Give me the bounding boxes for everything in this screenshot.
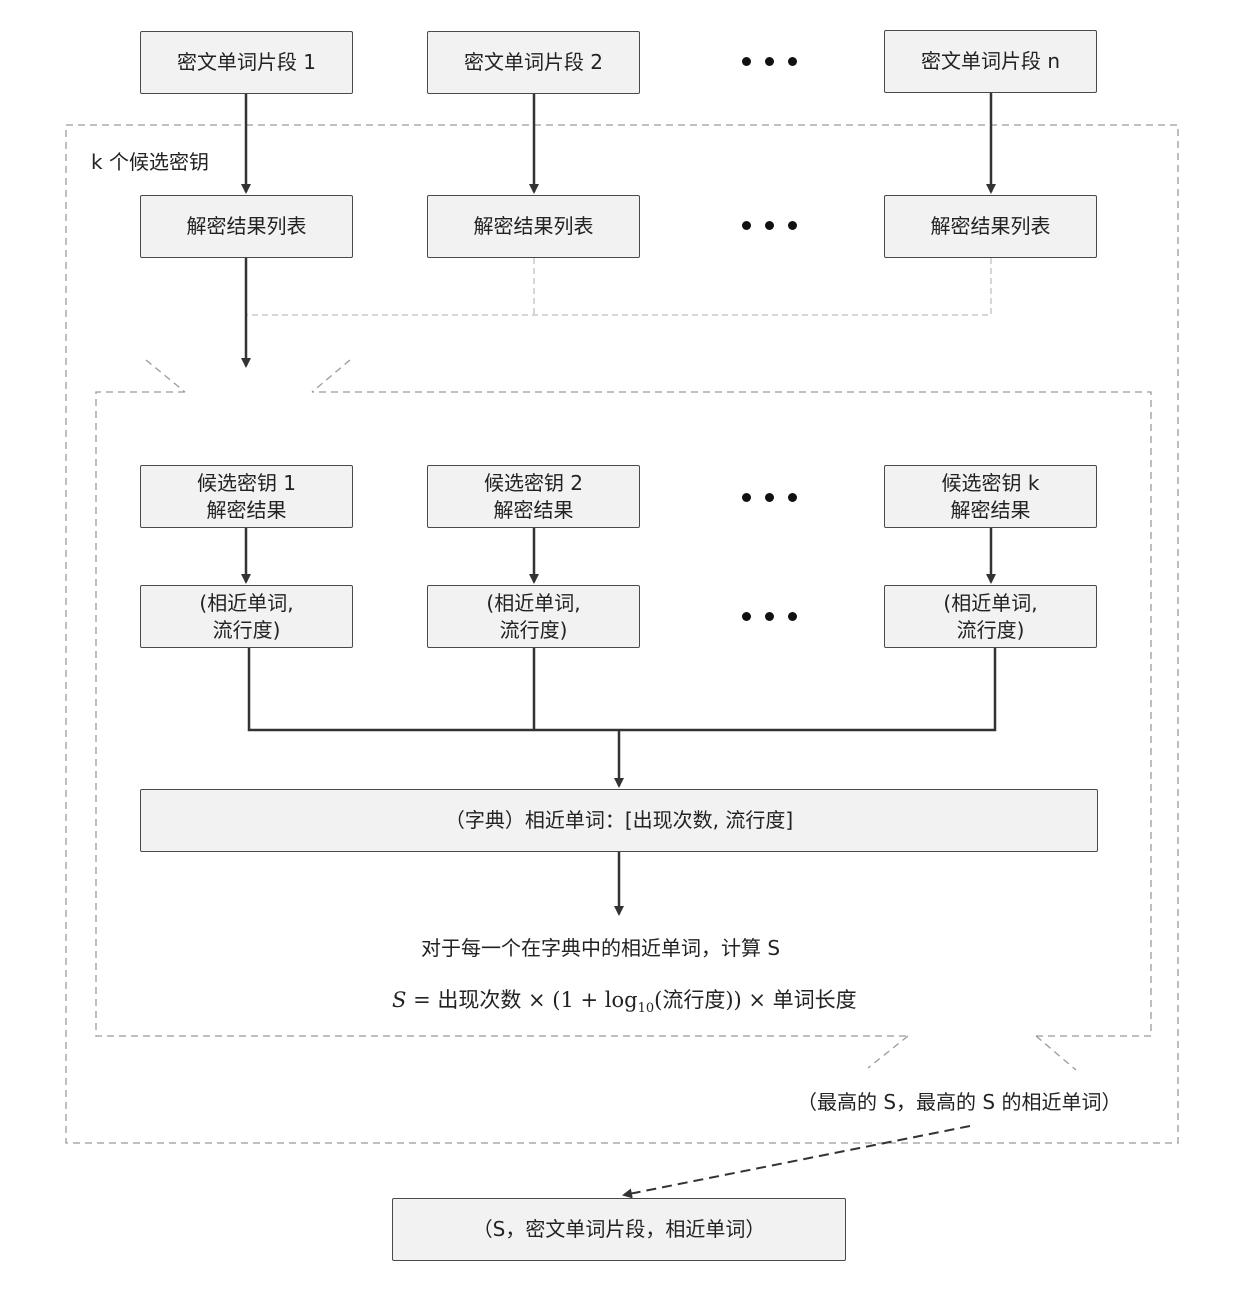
inner-notch-bottom — [867, 1035, 1077, 1071]
decrypt-list-n-label: 解密结果列表 — [930, 214, 1051, 238]
decrypt-list-n: 解密结果列表 — [884, 195, 1097, 258]
pair-box-2-line1: (相近单词, — [486, 590, 581, 615]
candidate-result-2-line2: 解密结果 — [493, 497, 574, 522]
pair-box-k-line2: 流行度) — [956, 617, 1025, 642]
pair-merge-lines — [247, 648, 997, 732]
dictionary-box: （字典）相近单词：[出现次数, 流行度] — [140, 789, 1098, 852]
cipher-segment-2: 密文单词片段 2 — [427, 31, 640, 94]
candidate-result-1: 候选密钥 1 解密结果 — [140, 465, 353, 528]
output-label: （S，密文单词片段，相近单词） — [472, 1217, 766, 1241]
ellipsis-row4 — [742, 612, 797, 621]
cipher-segment-n: 密文单词片段 n — [884, 30, 1097, 93]
candidate-result-1-line1: 候选密钥 1 — [196, 470, 297, 495]
cipher-segment-2-label: 密文单词片段 2 — [463, 50, 604, 74]
decrypt-list-1-label: 解密结果列表 — [186, 214, 307, 238]
output-box: （S，密文单词片段，相近单词） — [392, 1198, 846, 1261]
decrypt-list-2-label: 解密结果列表 — [473, 214, 594, 238]
cipher-segment-1-label: 密文单词片段 1 — [176, 50, 317, 74]
compute-label: 对于每一个在字典中的相近单词，计算 S — [421, 936, 781, 960]
candidate-result-1-line2: 解密结果 — [206, 497, 287, 522]
pair-box-1: (相近单词, 流行度) — [140, 585, 353, 648]
candidate-result-k: 候选密钥 k 解密结果 — [884, 465, 1097, 528]
candidate-result-2: 候选密钥 2 解密结果 — [427, 465, 640, 528]
decrypt-list-1: 解密结果列表 — [140, 195, 353, 258]
cipher-segment-1: 密文单词片段 1 — [140, 31, 353, 94]
inner-dashed-frame — [95, 391, 1152, 1037]
candidate-result-2-line1: 候选密钥 2 — [483, 470, 584, 495]
cipher-segment-n-label: 密文单词片段 n — [920, 49, 1061, 73]
formula-rest: (流行度)) × 单词长度 — [654, 988, 857, 1012]
inner-notch-top — [145, 359, 351, 393]
arrow-best-to-output — [622, 1125, 971, 1199]
formula-eq: = 出现次数 × (1 + log — [406, 988, 638, 1012]
pair-box-1-line2: 流行度) — [212, 617, 281, 642]
pair-box-2-line2: 流行度) — [499, 617, 568, 642]
decrypt-list-2: 解密结果列表 — [427, 195, 640, 258]
score-formula: S = 出现次数 × (1 + log10(流行度)) × 单词长度 — [392, 984, 857, 1016]
pair-box-2: (相近单词, 流行度) — [427, 585, 640, 648]
candidate-result-k-line2: 解密结果 — [950, 497, 1031, 522]
dictionary-label: （字典）相近单词：[出现次数, 流行度] — [444, 808, 794, 832]
formula-sub: 10 — [637, 1001, 655, 1017]
pair-box-k: (相近单词, 流行度) — [884, 585, 1097, 648]
pair-box-k-line1: (相近单词, — [943, 590, 1038, 615]
pair-box-1-line1: (相近单词, — [199, 590, 294, 615]
outer-group-label: k 个候选密钥 — [91, 150, 209, 174]
ellipsis-row2 — [742, 221, 797, 230]
formula-lhs: S — [392, 988, 407, 1012]
best-label: （最高的 S，最高的 S 的相近单词） — [797, 1090, 1122, 1114]
ellipsis-row1 — [742, 57, 797, 66]
ellipsis-row3 — [742, 493, 797, 502]
list-merge-dashed — [246, 258, 992, 316]
outer-dashed-frame — [65, 124, 1179, 1144]
candidate-result-k-line1: 候选密钥 k — [941, 470, 1040, 495]
